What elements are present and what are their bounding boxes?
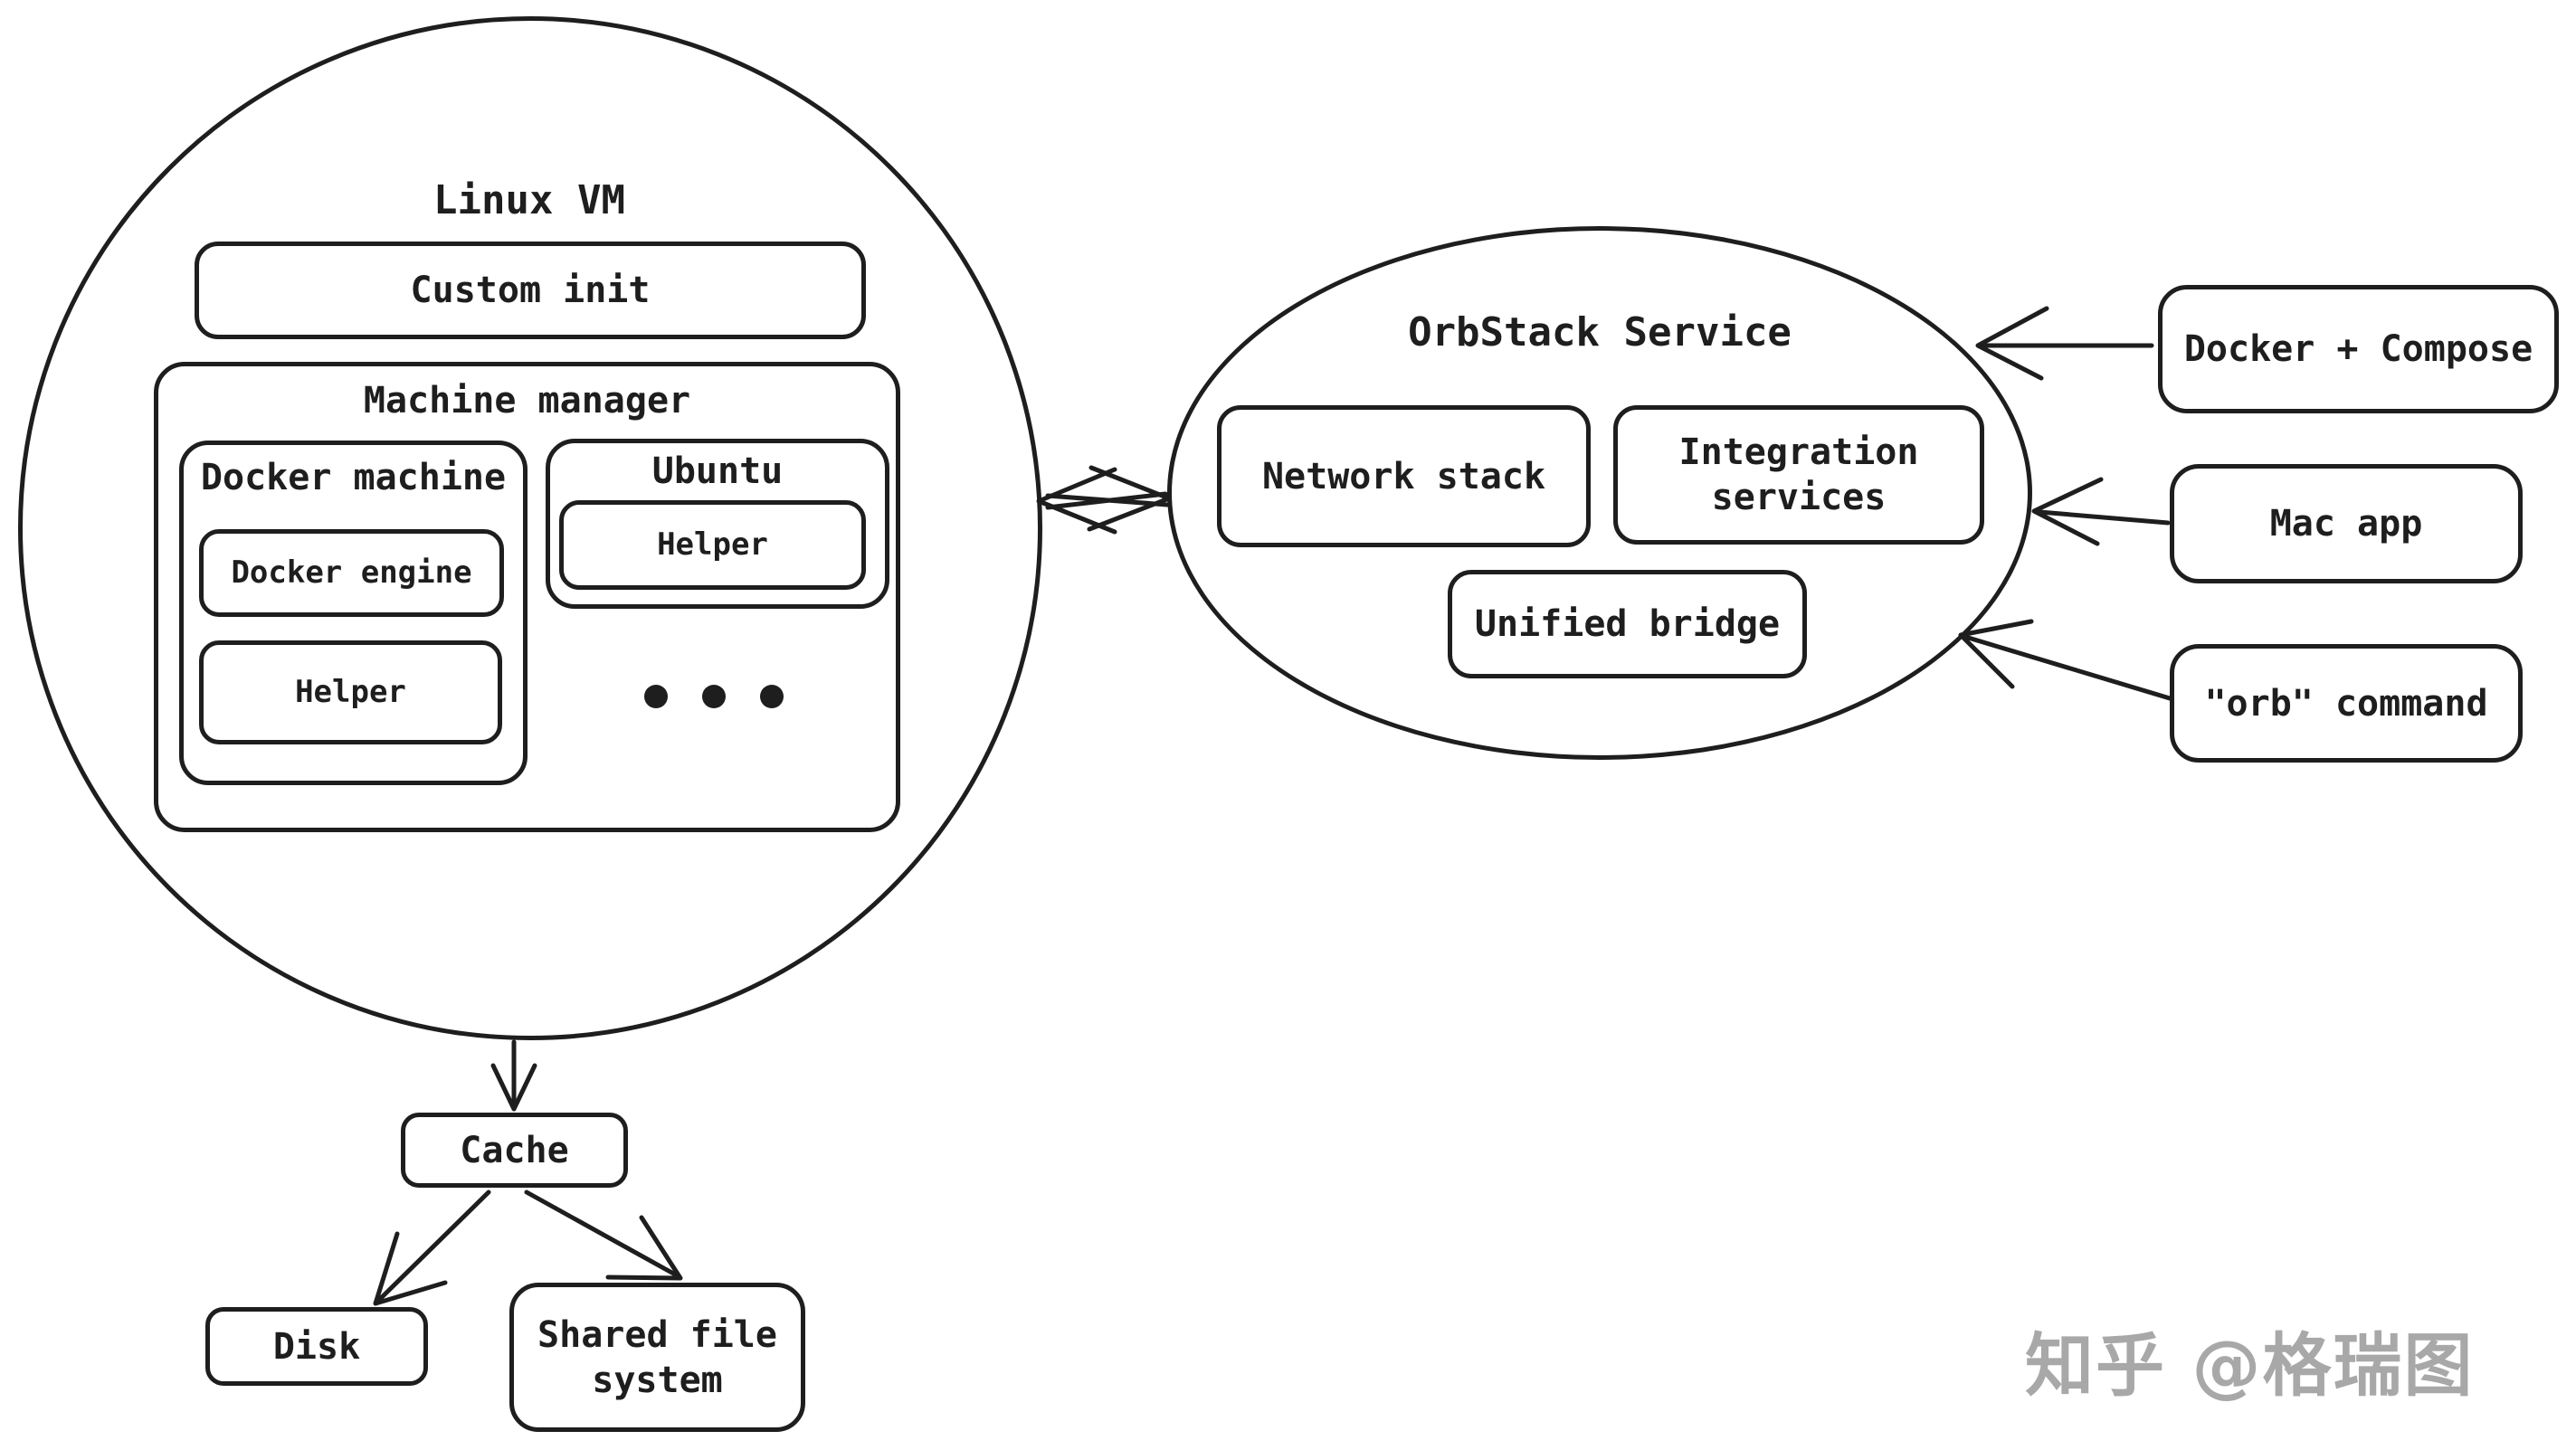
docker-compose-label: Docker + Compose [2183, 328, 2533, 370]
docker-compose-box: Docker + Compose [2158, 285, 2559, 413]
shared-file-system-label: Shared file system [537, 1313, 777, 1401]
integration-services-label: Integration services [1678, 431, 1919, 518]
more-machines-ellipsis [644, 685, 784, 708]
disk-box: Disk [205, 1307, 428, 1386]
arrow-vm-to-cache [490, 1039, 537, 1112]
disk-label: Disk [272, 1325, 361, 1368]
custom-init-label: Custom init [410, 270, 651, 311]
docker-machine-helper-box: Helper [199, 640, 502, 744]
linux-vm-title: Linux VM [433, 177, 625, 223]
machine-manager-box [154, 362, 900, 832]
docker-engine-box: Docker engine [199, 529, 504, 617]
ubuntu-helper-box: Helper [559, 500, 866, 590]
orb-command-label: "orb" command [2204, 682, 2488, 725]
ellipsis-dot [644, 685, 668, 708]
arrow-orb-command-to-orbstack [1958, 619, 2172, 701]
unified-bridge-label: Unified bridge [1474, 603, 1781, 645]
arrow-docker-compose-to-orbstack [1975, 306, 2154, 381]
arrow-vm-orbstack-line [1045, 491, 1170, 510]
network-stack-label: Network stack [1261, 455, 1546, 498]
docker-machine-title: Docker machine [200, 457, 507, 498]
zhihu-watermark: 知乎 @格瑞图 [2025, 1325, 2475, 1406]
cache-label: Cache [460, 1129, 569, 1171]
ubuntu-title: Ubuntu [651, 450, 784, 492]
docker-engine-label: Docker engine [231, 554, 472, 592]
mac-app-label: Mac app [2269, 503, 2423, 545]
arrow-cache-to-disk [373, 1189, 491, 1306]
ellipsis-dot [702, 685, 726, 708]
mac-app-box: Mac app [2170, 464, 2523, 583]
orbstack-service-ellipse [1167, 226, 2032, 760]
linux-vm-circle [18, 16, 1042, 1040]
ubuntu-helper-label: Helper [657, 526, 768, 564]
custom-init-box: Custom init [195, 242, 866, 339]
machine-manager-title: Machine manager [363, 380, 691, 422]
cache-box: Cache [401, 1113, 628, 1188]
network-stack-box: Network stack [1217, 405, 1591, 547]
ellipsis-dot [760, 685, 784, 708]
arrow-cache-to-shared-fs [524, 1189, 683, 1281]
ubuntu-box [546, 439, 889, 609]
arrow-mac-app-to-orbstack [2031, 477, 2171, 546]
unified-bridge-box: Unified bridge [1448, 570, 1807, 678]
docker-machine-box [179, 441, 528, 785]
orbstack-service-title: OrbStack Service [1408, 309, 1792, 355]
shared-file-system-box: Shared file system [509, 1283, 805, 1432]
orb-command-box: "orb" command [2170, 644, 2523, 763]
integration-services-box: Integration services [1613, 405, 1984, 545]
docker-machine-helper-label: Helper [295, 674, 406, 711]
